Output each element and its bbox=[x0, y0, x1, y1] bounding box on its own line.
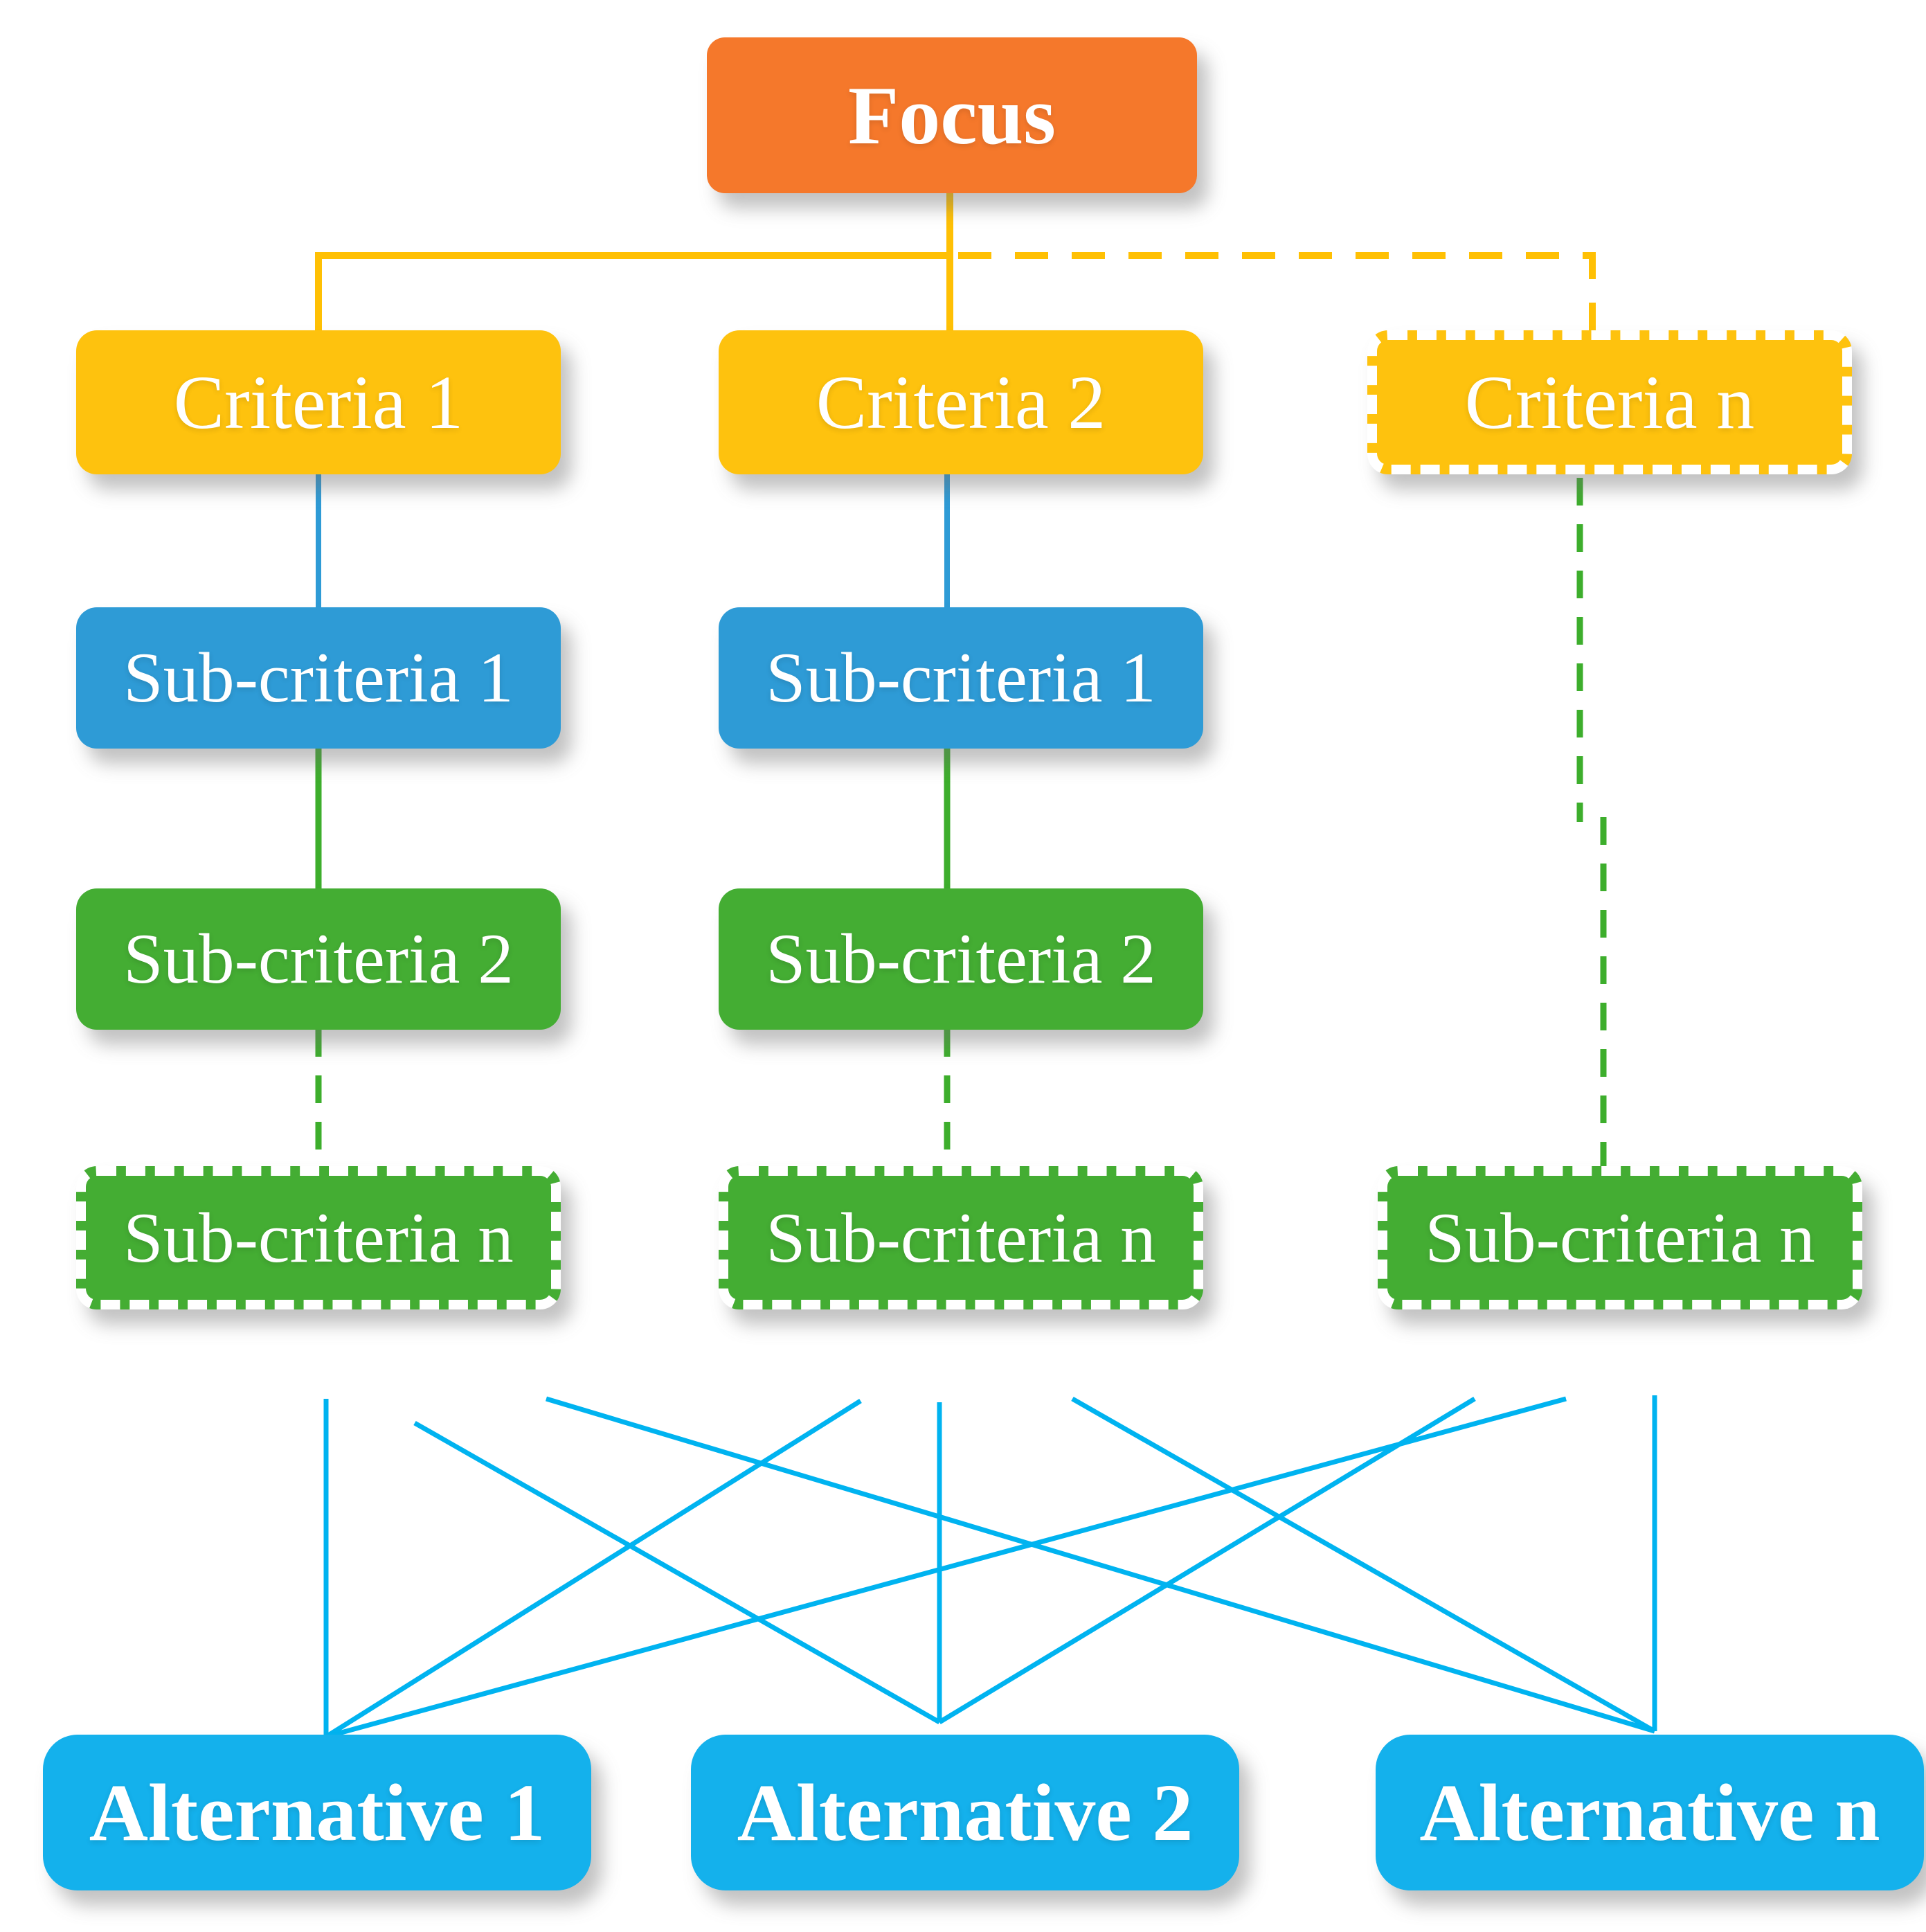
node-subcriteria-2-col1-label: Sub-criteria 2 bbox=[123, 920, 514, 999]
node-subcriteria-n-col3-label: Sub-criteria n bbox=[1425, 1198, 1815, 1278]
node-focus: Focus bbox=[707, 37, 1197, 193]
node-alternative-1: Alternative 1 bbox=[43, 1735, 591, 1890]
link-col3-alternative-2 bbox=[938, 1397, 1476, 1724]
node-alternative-1-label: Alternative 1 bbox=[89, 1766, 546, 1858]
node-subcriteria-n-col2-label: Sub-criteria n bbox=[766, 1198, 1156, 1278]
node-subcriteria-2-col2-label: Sub-criteria 2 bbox=[766, 920, 1156, 999]
node-subcriteria-n-col2: Sub-criteria n bbox=[719, 1166, 1203, 1309]
link-col2-alternative-n bbox=[1071, 1396, 1656, 1734]
link-col1-alternative-2 bbox=[413, 1420, 941, 1725]
edge-focus-criteria-n bbox=[958, 252, 1596, 330]
node-subcriteria-1-col2-label: Sub-criteria 1 bbox=[766, 638, 1156, 717]
node-criteria-2: Criteria 2 bbox=[719, 330, 1203, 474]
link-col1-alternative-n bbox=[545, 1396, 1656, 1734]
edge-focus-criteria-1 bbox=[315, 193, 953, 330]
node-subcriteria-1-col1-label: Sub-criteria 1 bbox=[123, 638, 514, 717]
node-subcriteria-n-col1: Sub-criteria n bbox=[76, 1166, 561, 1309]
node-criteria-1-label: Criteria 1 bbox=[173, 359, 464, 445]
node-subcriteria-1-col1: Sub-criteria 1 bbox=[76, 607, 561, 749]
link-col2-alternative-1 bbox=[325, 1399, 862, 1739]
node-subcriteria-2-col1: Sub-criteria 2 bbox=[76, 888, 561, 1030]
node-criteria-n: Criteria n bbox=[1367, 330, 1852, 474]
node-subcriteria-2-col2: Sub-criteria 2 bbox=[719, 888, 1203, 1030]
node-alternative-n: Alternative n bbox=[1376, 1735, 1924, 1890]
node-alternative-2-label: Alternative 2 bbox=[737, 1766, 1194, 1858]
node-subcriteria-n-col1-label: Sub-criteria n bbox=[123, 1198, 514, 1278]
node-criteria-n-label: Criteria n bbox=[1464, 359, 1755, 445]
node-alternative-2: Alternative 2 bbox=[691, 1735, 1239, 1890]
node-alternative-n-label: Alternative n bbox=[1419, 1766, 1880, 1858]
link-col3-alternative-1 bbox=[325, 1396, 1567, 1739]
node-criteria-2-label: Criteria 2 bbox=[816, 359, 1106, 445]
node-subcriteria-1-col2: Sub-criteria 1 bbox=[719, 607, 1203, 749]
node-focus-label: Focus bbox=[848, 69, 1056, 161]
node-subcriteria-n-col3: Sub-criteria n bbox=[1378, 1166, 1862, 1309]
node-criteria-1: Criteria 1 bbox=[76, 330, 561, 474]
